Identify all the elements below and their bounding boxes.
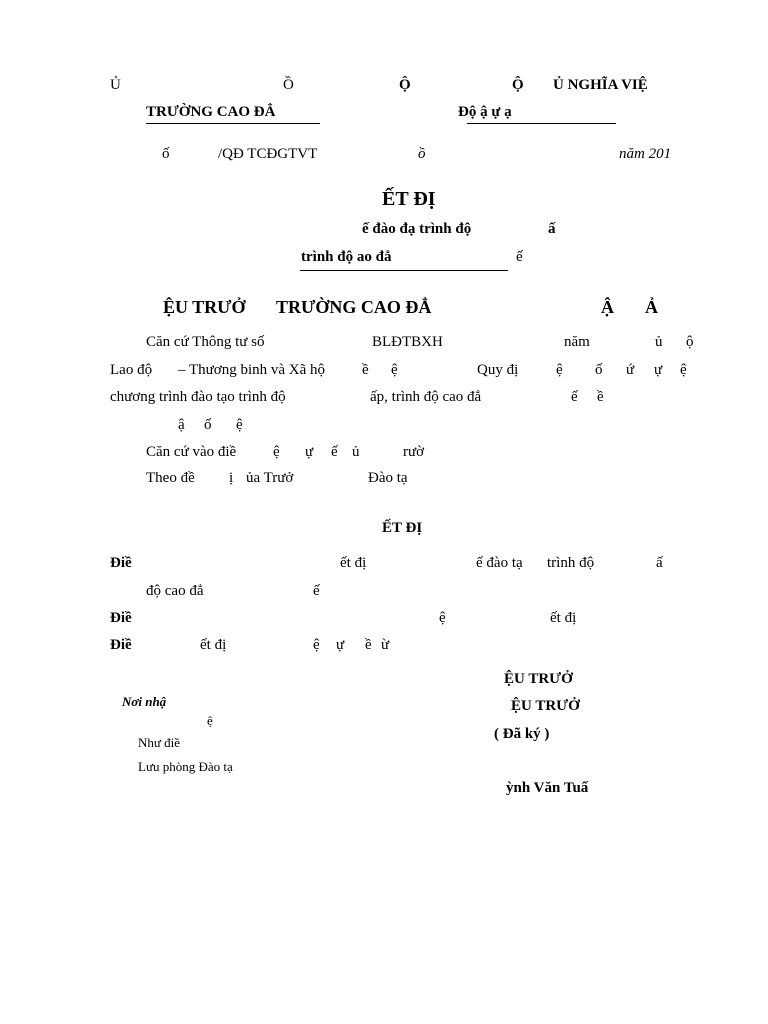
preamble-text: ế xyxy=(571,389,578,405)
article-text: ề xyxy=(365,637,372,653)
article-text: ế đào tạ xyxy=(476,555,523,571)
doc-number-code: /QĐ TCĐGTVT xyxy=(218,146,318,162)
recipient-item: Như điề xyxy=(138,735,181,750)
preamble-text: ộ xyxy=(686,334,694,350)
preamble-text: BLĐTBXH xyxy=(372,334,443,350)
article-text: ừ xyxy=(381,637,390,653)
doc-number-prefix: ố xyxy=(162,146,170,162)
title-sub-line1-a: ế đào đạ trình độ xyxy=(362,221,472,237)
article-3-label: Điề xyxy=(110,637,132,653)
title-sub-line1-b: ấ xyxy=(548,221,556,237)
motto-underline xyxy=(467,123,616,124)
issuer-school: TRƯỜNG CAO ĐẲ xyxy=(276,297,432,317)
article-text: ết đị xyxy=(340,555,367,571)
article-text: ự xyxy=(336,637,345,653)
preamble-text: ự xyxy=(305,444,314,460)
header-fragment: Ủ xyxy=(110,77,121,93)
article-text: ấ xyxy=(656,555,663,571)
preamble-text: ề xyxy=(597,389,604,405)
preamble-text: ệ xyxy=(273,444,280,460)
preamble-text: ệ xyxy=(680,362,687,378)
date-year: năm 201 xyxy=(619,146,672,162)
preamble-text: ủa Trưở xyxy=(246,470,294,486)
article-text: trình độ xyxy=(547,555,595,571)
signature-status: ( Đã ký ) xyxy=(494,726,550,742)
preamble-text: ứ xyxy=(626,362,635,378)
article-1-label: Điề xyxy=(110,555,132,571)
article-text: độ cao đẳ xyxy=(146,583,204,599)
recipient-item: Lưu phòng Đào tạ xyxy=(138,759,233,774)
article-text: ệ xyxy=(439,610,446,626)
header-fragment: Ộ xyxy=(399,77,411,93)
article-2-label: Điề xyxy=(110,610,132,626)
article-text: ết đị xyxy=(200,637,227,653)
title-sub-line2-b: ế xyxy=(516,249,523,265)
motto: Độ ậ ự ạ xyxy=(458,104,512,120)
preamble-text: chương trình đào tạo trình độ xyxy=(110,389,286,405)
preamble-text: ế xyxy=(331,444,338,460)
preamble-text: ề xyxy=(362,362,369,378)
header-fragment: Ộ xyxy=(512,77,524,93)
article-text: ệ xyxy=(313,637,320,653)
section-title: ẾT ĐỊ xyxy=(382,520,423,536)
signature-title-2: ỆU TRƯỞ xyxy=(511,698,580,714)
preamble-text: ố xyxy=(595,362,603,378)
preamble-text: ủ xyxy=(352,444,360,460)
date-fragment: ồ xyxy=(418,146,426,162)
header-fragment: Ồ xyxy=(283,77,294,93)
signer-name: ỳnh Văn Tuấ xyxy=(506,780,589,796)
preamble-text: ệ xyxy=(556,362,563,378)
recipient-item: ệ xyxy=(207,713,213,728)
preamble-text: ố xyxy=(204,417,212,433)
title-sub-line2-a: trình độ ao đẳ xyxy=(301,249,392,265)
article-text: ế xyxy=(313,583,320,599)
preamble-text: ủ xyxy=(655,334,663,350)
national-title: Ủ NGHĨA VIỆ xyxy=(553,77,648,93)
issuer-fragment: Ả xyxy=(645,297,658,317)
preamble-text: Căn cứ Thông tư số xyxy=(146,334,265,350)
preamble-text: Theo đề xyxy=(146,470,195,486)
recipients-label: Nơi nhậ xyxy=(122,694,167,709)
issuer-title: ỆU TRƯỞ xyxy=(163,297,246,317)
preamble-text: ấp, trình độ cao đẳ xyxy=(370,389,482,405)
school-name: TRƯỜNG CAO ĐẲ xyxy=(146,104,276,120)
preamble-text: ậ xyxy=(178,417,185,433)
preamble-text: Quy đị xyxy=(477,362,519,378)
article-text: ết đị xyxy=(550,610,577,626)
preamble-text: Đào tạ xyxy=(368,470,408,486)
issuer-fragment: Ậ xyxy=(601,297,614,317)
preamble-text: ệ xyxy=(391,362,398,378)
school-name-underline xyxy=(146,123,320,124)
preamble-text: năm xyxy=(564,334,590,350)
preamble-text: ự xyxy=(654,362,663,378)
preamble-text: Căn cứ vào điề xyxy=(146,444,237,460)
title-underline xyxy=(300,270,508,271)
signature-title-1: ỆU TRƯỞ xyxy=(504,671,573,687)
preamble-text: ệ xyxy=(236,417,243,433)
decision-title: ẾT ĐỊ xyxy=(382,188,436,210)
preamble-text: rườ xyxy=(403,444,425,460)
preamble-text: Lao độ xyxy=(110,362,153,378)
preamble-text: ị xyxy=(229,470,234,486)
preamble-text: – Thương binh và Xã hộ xyxy=(178,362,326,378)
